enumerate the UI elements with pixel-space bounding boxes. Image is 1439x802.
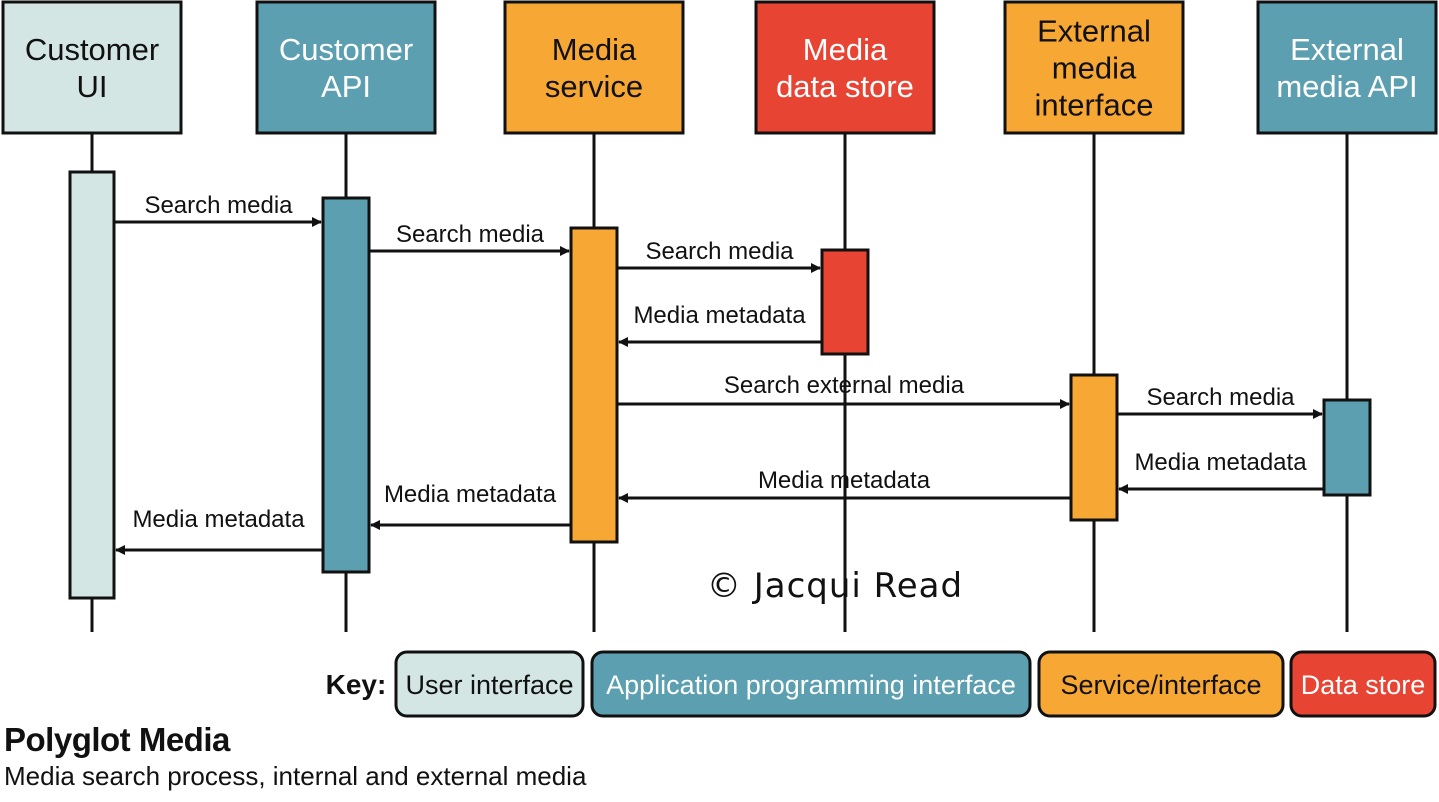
figure-subtitle: Media search process, internal and exter… bbox=[4, 761, 587, 791]
message: Media metadata bbox=[370, 481, 571, 530]
message-label: Search media bbox=[1146, 384, 1295, 411]
participant-label: Media bbox=[803, 32, 888, 67]
participant-label: data store bbox=[776, 69, 914, 104]
message: Media metadata bbox=[618, 467, 1071, 503]
legend-swatch bbox=[1289, 650, 1437, 718]
legend-label: Application programming interface bbox=[606, 670, 1016, 700]
participant-label: Customer bbox=[25, 32, 159, 67]
participant-box bbox=[255, 0, 437, 135]
figure-title: Polyglot Media bbox=[4, 721, 230, 758]
legend-item: Data store bbox=[1289, 650, 1437, 718]
message-label: Media metadata bbox=[132, 506, 305, 533]
participant-box bbox=[1003, 0, 1185, 135]
message: Media metadata bbox=[1118, 449, 1324, 494]
activation-bar bbox=[820, 248, 870, 356]
participant-label: External bbox=[1037, 14, 1151, 49]
legend-title: Key: bbox=[326, 669, 387, 700]
message-label: Search media bbox=[144, 192, 293, 219]
activation-bar bbox=[68, 170, 116, 600]
participant-label: interface bbox=[1035, 88, 1154, 123]
message: Media metadata bbox=[115, 506, 323, 555]
message-label: Media metadata bbox=[758, 467, 931, 494]
participant-label: UI bbox=[77, 69, 108, 104]
legend-item: Service/interface bbox=[1037, 650, 1285, 718]
legend-label: Service/interface bbox=[1060, 670, 1261, 700]
legend: Key: User interface Application programmi… bbox=[326, 650, 1437, 718]
message-label: Search media bbox=[645, 238, 794, 265]
participant-label: External bbox=[1290, 32, 1404, 67]
legend-item: User interface bbox=[394, 650, 585, 718]
activation-bar bbox=[569, 226, 619, 544]
activation-bar bbox=[321, 196, 371, 574]
participant-label: service bbox=[545, 69, 643, 104]
message: Search external media bbox=[617, 372, 1070, 409]
participant-label: media bbox=[1052, 51, 1137, 86]
legend-item: Application programming interface bbox=[590, 650, 1032, 718]
legend-label: User interface bbox=[405, 670, 573, 700]
figure-caption: Polyglot Media Media search process, int… bbox=[4, 720, 1004, 792]
participant-label: Media bbox=[552, 32, 637, 67]
legend-label: Data store bbox=[1301, 670, 1426, 700]
message-label: Search external media bbox=[724, 372, 965, 399]
participant-box bbox=[1256, 0, 1438, 135]
message: Search media bbox=[114, 192, 322, 227]
message: Search media bbox=[369, 221, 570, 256]
participant-label: Customer bbox=[279, 32, 413, 67]
activation-bar bbox=[1069, 373, 1119, 522]
message-label: Media metadata bbox=[633, 302, 806, 329]
participant-box bbox=[1, 0, 183, 135]
legend-swatch bbox=[1037, 650, 1285, 718]
message: Search media bbox=[1117, 384, 1323, 419]
message-label: Media metadata bbox=[1134, 449, 1307, 476]
message-label: Media metadata bbox=[384, 481, 557, 508]
copyright-notice: © Jacqui Read bbox=[707, 566, 963, 606]
activation-bar bbox=[1322, 398, 1372, 497]
participant-box bbox=[754, 0, 936, 135]
message: Media metadata bbox=[618, 302, 822, 347]
participant-label: media API bbox=[1276, 69, 1417, 104]
legend-swatch bbox=[590, 650, 1032, 718]
message-label: Search media bbox=[396, 221, 545, 248]
participant-box bbox=[503, 0, 685, 135]
participant-label: API bbox=[321, 69, 371, 104]
message: Search media bbox=[617, 238, 821, 273]
legend-swatch bbox=[394, 650, 585, 718]
